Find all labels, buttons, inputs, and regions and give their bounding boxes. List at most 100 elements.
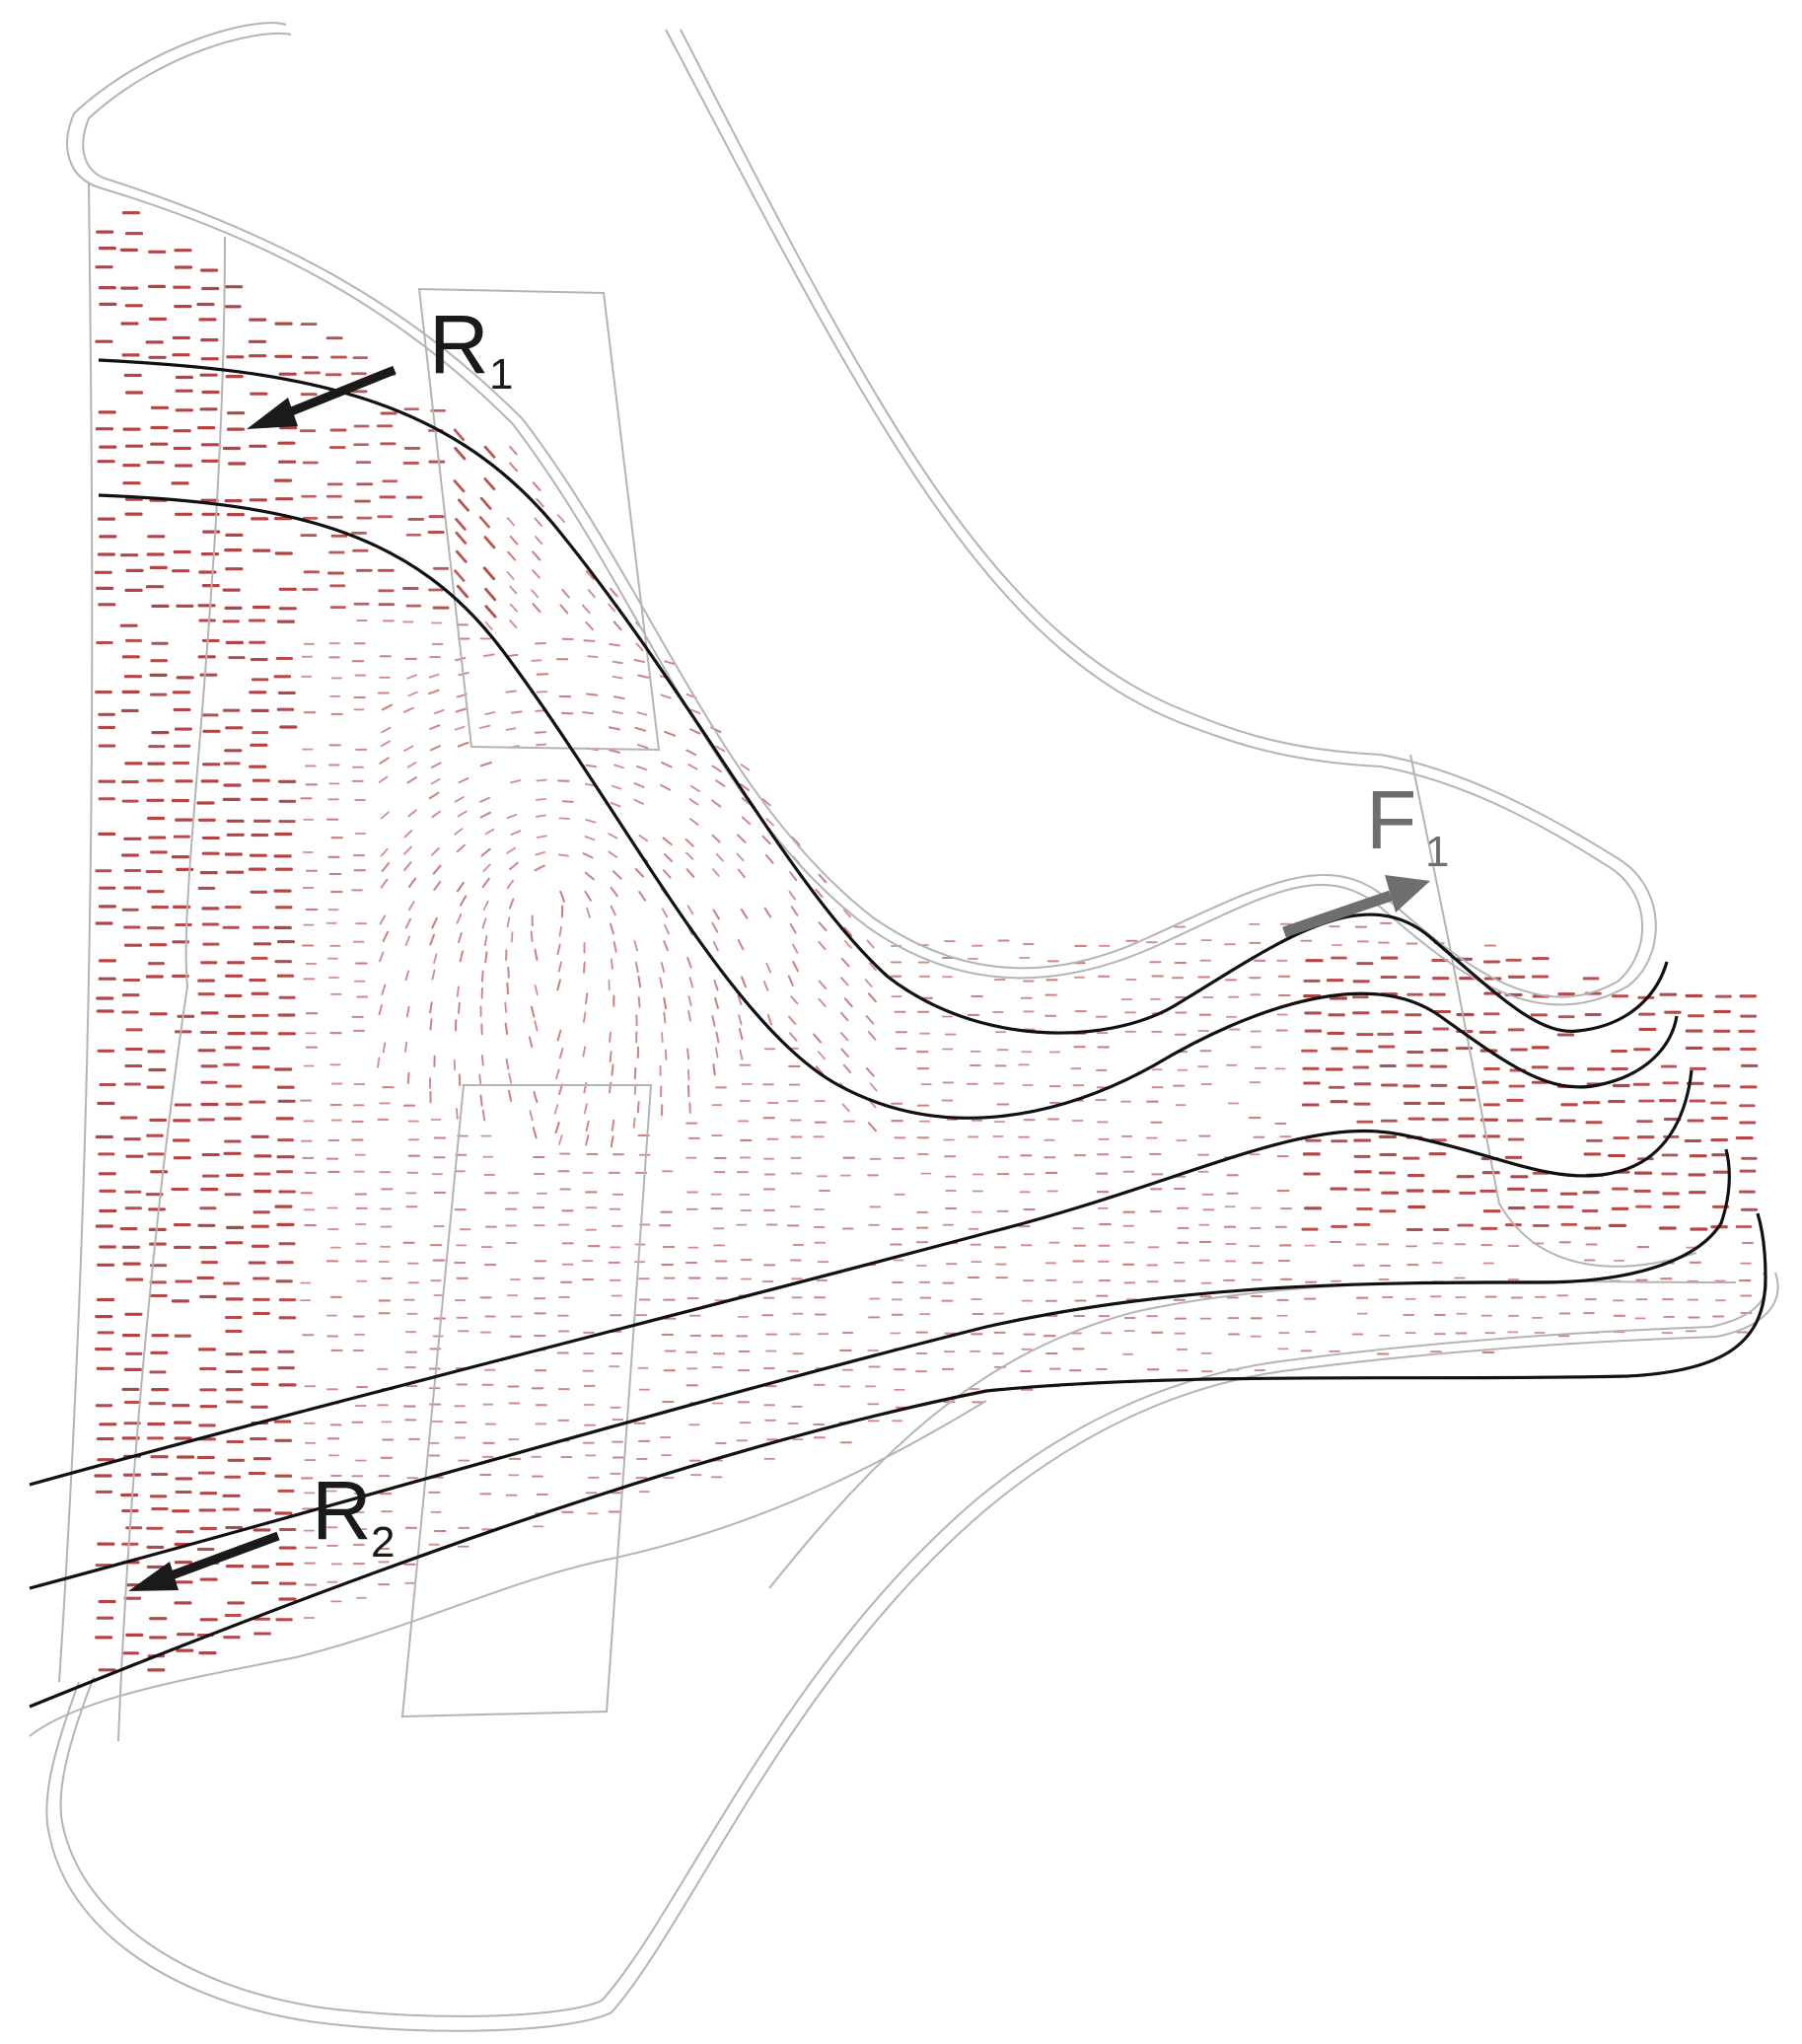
velocity-vector bbox=[508, 861, 519, 871]
velocity-vector bbox=[686, 905, 694, 915]
velocity-vector bbox=[454, 828, 464, 836]
velocity-vector bbox=[406, 1071, 410, 1085]
velocity-vector bbox=[582, 711, 595, 715]
velocity-vector bbox=[636, 711, 648, 716]
velocity-vector bbox=[868, 962, 877, 972]
velocity-vector bbox=[429, 1018, 433, 1031]
lower-boundary-outline-inner bbox=[59, 1272, 1767, 2017]
velocity-vector bbox=[611, 1119, 615, 1132]
velocity-vector bbox=[457, 498, 469, 512]
velocity-vector bbox=[818, 873, 828, 884]
label-f1-main: F bbox=[1366, 773, 1416, 866]
streamline-5 bbox=[29, 1212, 1767, 1709]
velocity-vector bbox=[689, 818, 699, 826]
velocity-vector bbox=[534, 948, 539, 961]
velocity-vector bbox=[663, 852, 674, 863]
velocity-vector bbox=[664, 660, 676, 666]
velocity-vector bbox=[479, 496, 492, 510]
velocity-vector bbox=[381, 703, 394, 711]
velocity-vector bbox=[431, 916, 438, 929]
velocity-vector bbox=[532, 603, 541, 614]
velocity-vector bbox=[530, 1005, 536, 1018]
velocity-vector bbox=[712, 909, 720, 920]
velocity-vector bbox=[535, 797, 547, 801]
velocity-vector bbox=[633, 1083, 637, 1095]
velocity-vector bbox=[481, 877, 490, 889]
velocity-vector bbox=[479, 811, 491, 819]
velocity-vector bbox=[738, 1014, 743, 1026]
velocity-vector bbox=[818, 980, 828, 989]
velocity-vector bbox=[610, 886, 618, 898]
velocity-vector bbox=[633, 798, 644, 805]
velocity-vector bbox=[665, 1049, 668, 1061]
velocity-vector bbox=[506, 517, 516, 527]
velocity-vector bbox=[506, 653, 519, 658]
bottom-left-fold-outline bbox=[29, 1400, 987, 1737]
velocity-vector bbox=[840, 1048, 849, 1058]
velocity-vector bbox=[403, 745, 414, 752]
velocity-vector bbox=[458, 1001, 461, 1014]
velocity-vector bbox=[510, 779, 522, 784]
velocity-vector bbox=[633, 659, 646, 664]
velocity-vector bbox=[842, 1063, 852, 1074]
velocity-vector bbox=[404, 917, 412, 929]
velocity-vector bbox=[664, 923, 670, 935]
velocity-vector bbox=[505, 1058, 510, 1070]
velocity-vector bbox=[632, 1117, 636, 1129]
velocity-vector bbox=[479, 796, 491, 803]
velocity-vector bbox=[790, 906, 799, 916]
velocity-vector bbox=[535, 536, 543, 546]
velocity-vector bbox=[763, 907, 772, 918]
velocity-vector bbox=[761, 798, 771, 807]
velocity-vector bbox=[506, 879, 515, 890]
velocity-vector bbox=[661, 762, 673, 768]
velocity-vector bbox=[429, 933, 436, 946]
velocity-vector bbox=[638, 834, 649, 842]
velocity-vector bbox=[378, 951, 385, 963]
velocity-vector bbox=[585, 764, 598, 768]
velocity-vector bbox=[633, 940, 638, 952]
label-f1-subscript: 1 bbox=[1425, 828, 1449, 876]
velocity-vector bbox=[561, 800, 574, 803]
velocity-vector bbox=[789, 1032, 798, 1042]
velocity-vector bbox=[840, 957, 850, 968]
velocity-vector bbox=[766, 1014, 772, 1026]
velocity-vector bbox=[454, 725, 466, 731]
velocity-vector bbox=[866, 939, 875, 949]
velocity-vector bbox=[792, 943, 799, 954]
velocity-vector bbox=[480, 1055, 484, 1066]
velocity-vector bbox=[738, 1028, 744, 1041]
velocity-vector bbox=[509, 462, 519, 473]
velocity-vector bbox=[508, 1072, 513, 1084]
velocity-vector bbox=[380, 740, 391, 748]
velocity-vector bbox=[638, 891, 647, 902]
velocity-vector bbox=[484, 828, 495, 836]
label-r2-main: R bbox=[312, 1464, 372, 1557]
velocity-vector bbox=[712, 1062, 716, 1076]
velocity-vector bbox=[611, 1063, 614, 1076]
velocity-vector bbox=[478, 1073, 482, 1086]
velocity-vector bbox=[664, 730, 677, 737]
velocity-vector bbox=[429, 745, 441, 752]
velocity-vector bbox=[818, 997, 827, 1007]
velocity-vector bbox=[585, 819, 597, 824]
velocity-vector bbox=[457, 931, 463, 944]
velocity-vector bbox=[865, 1015, 875, 1025]
velocity-vector bbox=[557, 961, 562, 973]
velocity-vector bbox=[553, 1104, 559, 1115]
velocity-vector bbox=[482, 653, 495, 658]
velocity-vector bbox=[813, 1033, 823, 1044]
velocity-vector bbox=[535, 851, 546, 856]
velocity-vector bbox=[841, 1103, 850, 1113]
velocity-vector bbox=[483, 536, 496, 549]
label-r2-subscript: 2 bbox=[371, 1518, 395, 1567]
velocity-vector bbox=[506, 916, 511, 928]
velocity-vector bbox=[429, 1001, 433, 1014]
velocity-vector bbox=[433, 880, 442, 892]
velocity-vector bbox=[557, 853, 570, 857]
velocity-vector bbox=[454, 569, 466, 582]
velocity-vector bbox=[843, 997, 853, 1008]
velocity-vector bbox=[818, 921, 828, 932]
velocity-vector bbox=[660, 694, 672, 699]
velocity-vector bbox=[663, 996, 668, 1010]
